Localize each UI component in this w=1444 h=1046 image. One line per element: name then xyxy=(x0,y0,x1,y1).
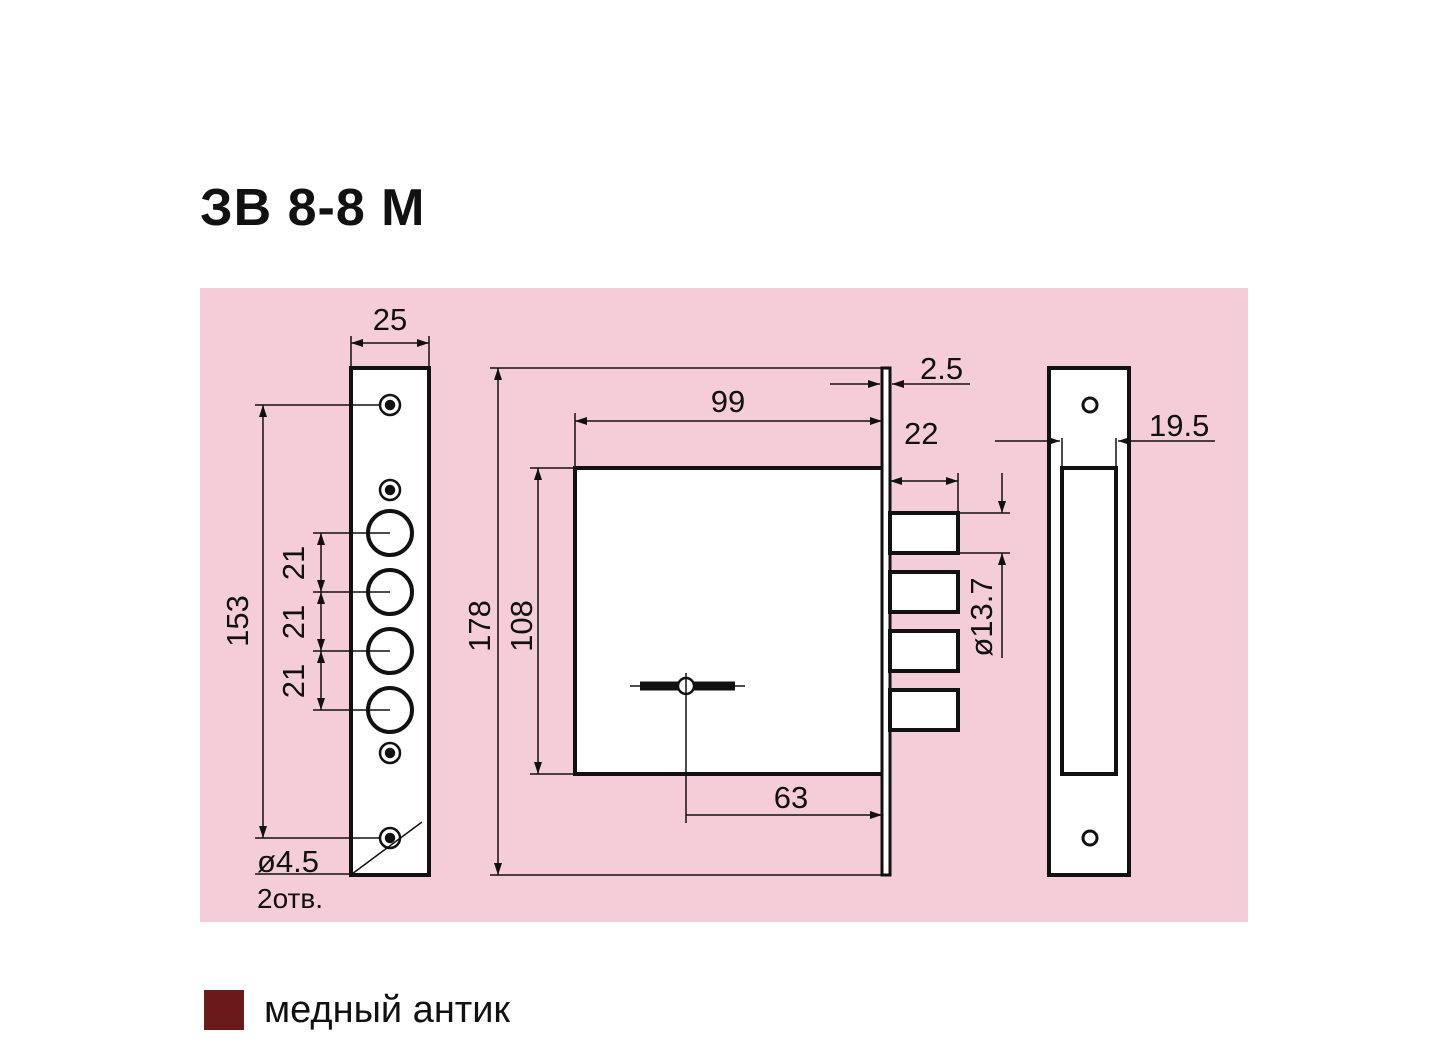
finish-label: медный антик xyxy=(264,988,511,1031)
dim-bolt-projection: 22 xyxy=(904,416,938,451)
strike-screw-hole xyxy=(1081,396,1099,414)
dim-key-axis: 63 xyxy=(774,780,808,815)
side-view xyxy=(490,366,1010,877)
dim-hole-count: 2отв. xyxy=(257,883,323,914)
dim-hole-diameter: ø4.5 xyxy=(257,844,319,879)
bolt xyxy=(888,688,960,732)
dim-backset: 99 xyxy=(711,384,745,419)
dim-bolt-pitch-3: 21 xyxy=(276,664,311,698)
faceplate-edge xyxy=(880,366,892,877)
product-title: ЗВ 8-8 М xyxy=(200,179,426,237)
technical-drawing-panel: 25 153 21 21 21 ø4.5 2отв. xyxy=(200,288,1248,922)
finish-swatch xyxy=(204,990,244,1030)
strike-screw-hole xyxy=(1081,829,1099,847)
screw-hole xyxy=(378,741,402,765)
dim-plate-thickness: 2.5 xyxy=(920,351,963,386)
technical-drawing: 25 153 21 21 21 ø4.5 2отв. xyxy=(200,288,1248,922)
bolt xyxy=(888,511,960,555)
dim-bolt-pitch-1: 21 xyxy=(276,546,311,580)
faceplate-outline xyxy=(349,366,431,877)
dim-strike-depth: 19.5 xyxy=(1149,408,1209,443)
bolt xyxy=(888,570,960,614)
dim-faceplate-width: 25 xyxy=(373,302,407,337)
lock-body-outline xyxy=(573,466,885,776)
dim-total-height: 178 xyxy=(462,600,497,652)
strike-plate-view xyxy=(995,366,1215,877)
dim-bolt-pitch-2: 21 xyxy=(276,605,311,639)
faceplate-view xyxy=(255,336,431,877)
finish-legend: медный антик xyxy=(204,988,511,1031)
bolt xyxy=(888,629,960,673)
dim-mount-spacing: 153 xyxy=(220,595,255,647)
strike-opening xyxy=(1060,466,1118,776)
screw-hole xyxy=(378,393,402,417)
dim-body-height: 108 xyxy=(504,600,539,652)
screw-hole xyxy=(378,478,402,502)
dim-bolt-diameter: ø13.7 xyxy=(964,577,999,656)
leader-line-hole xyxy=(351,821,423,875)
